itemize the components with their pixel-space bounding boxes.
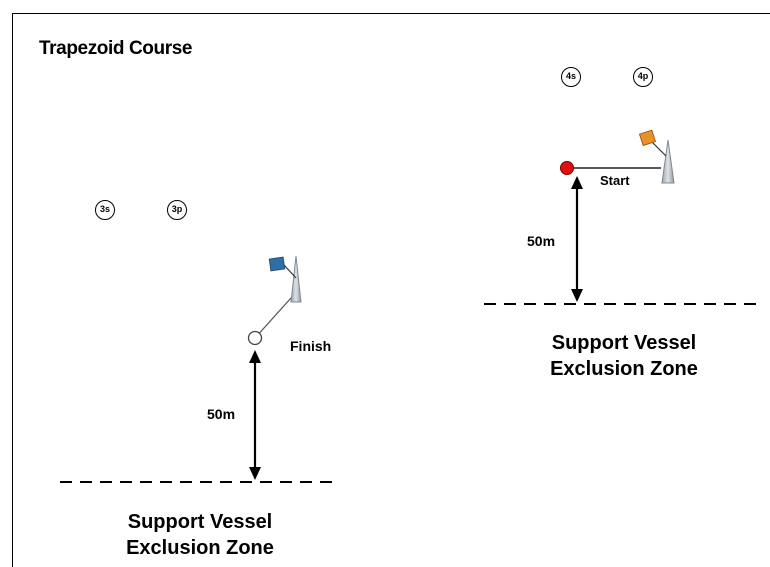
start-label: Start [600, 173, 630, 188]
buoy-3p: 3p [167, 200, 187, 220]
course-title: Trapezoid Course [39, 38, 193, 59]
left-zone-line1: Support Vessel [127, 511, 273, 533]
left-zone-line2: Exclusion Zone [126, 537, 274, 559]
finish-flag-icon [268, 256, 297, 279]
finish-mark [247, 330, 263, 346]
left-distance-label: 50m [207, 406, 236, 422]
buoy-4s: 4s [561, 67, 581, 87]
finish-line [254, 297, 292, 339]
start-mark [560, 161, 574, 175]
left-distance-arrow [249, 350, 261, 480]
right-zone-line1: Support Vessel [551, 332, 697, 354]
right-distance-label: 50m [527, 233, 556, 249]
left-exclusion-zone-label: Support Vessel Exclusion Zone [70, 509, 330, 561]
start-pole-icon [661, 139, 675, 184]
finish-pole-icon [290, 255, 302, 303]
right-distance-arrow [571, 176, 583, 302]
start-flag-icon [638, 129, 667, 157]
right-exclusion-zone-label: Support Vessel Exclusion Zone [494, 330, 754, 382]
diagram-frame [12, 13, 770, 567]
finish-label: Finish [290, 338, 332, 354]
buoy-4p: 4p [633, 67, 653, 87]
right-zone-line2: Exclusion Zone [550, 358, 698, 380]
buoy-3s: 3s [95, 200, 115, 220]
